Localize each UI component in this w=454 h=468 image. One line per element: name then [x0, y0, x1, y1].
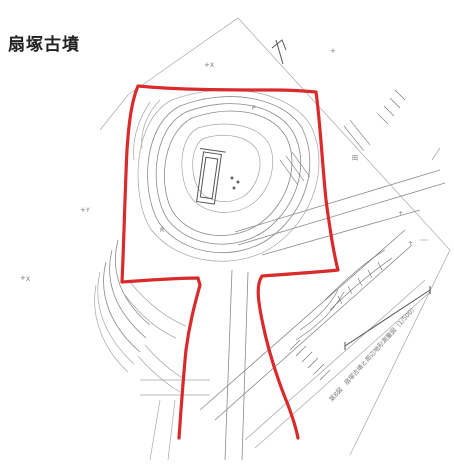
contour-lines — [133, 89, 320, 262]
svg-text:+: + — [408, 240, 413, 247]
svg-text:X: X — [26, 276, 30, 283]
map-caption: 第8図 扇塚古墳と周辺地形測量図（1/500） — [328, 304, 419, 404]
svg-text:P: P — [252, 105, 256, 112]
survey-markers: + X + + Y + X R P 田 + + — [20, 39, 441, 283]
map-sheet-outline — [99, 17, 451, 456]
site-boundary-line — [120, 84, 340, 440]
page-title: 扇塚古墳 — [8, 35, 80, 55]
svg-text:田: 田 — [352, 155, 358, 162]
svg-text:+: + — [80, 206, 86, 214]
embankment-hatching — [279, 89, 406, 381]
svg-text:+: + — [20, 274, 26, 282]
svg-text:R: R — [160, 227, 164, 234]
svg-text:+: + — [330, 47, 336, 55]
slope-contours — [94, 239, 187, 393]
svg-text:+: + — [398, 210, 403, 217]
svg-text:X: X — [210, 62, 214, 69]
stone-chamber — [196, 147, 240, 205]
scale-bar — [344, 286, 431, 350]
svg-text:Y: Y — [85, 207, 90, 214]
svg-text:+: + — [204, 61, 210, 69]
road-lines — [140, 169, 446, 461]
